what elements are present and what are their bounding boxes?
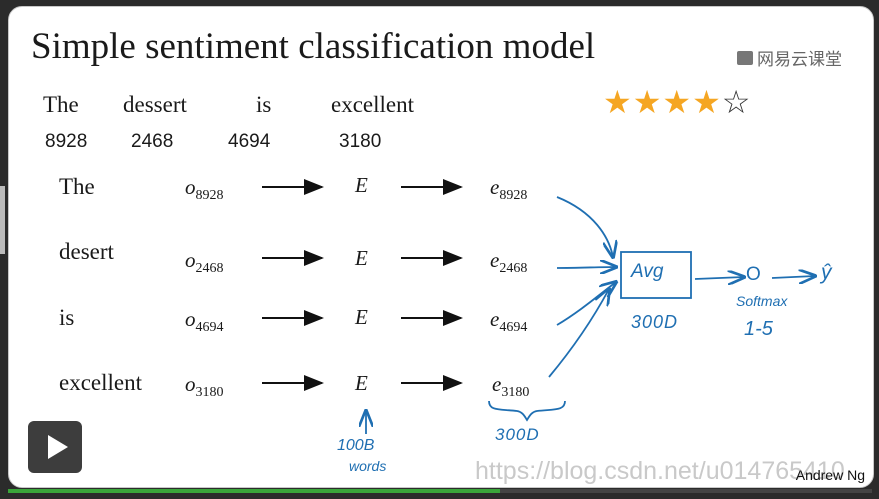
index-4: 3180 [339, 131, 382, 152]
row-word-3: is [59, 305, 75, 330]
row-onehot-1: o8928 [185, 175, 224, 204]
output-node-label: O [746, 264, 761, 285]
avg-dimension: 300D [631, 312, 679, 332]
row-onehot-3: o4694 [185, 307, 224, 336]
row-embedding-2: e2468 [490, 248, 528, 277]
play-icon [47, 435, 68, 459]
row-word-4: excellent [59, 370, 143, 395]
progress-bar[interactable] [8, 489, 872, 493]
row-word-2: desert [59, 239, 114, 264]
star-icon: ★ [662, 84, 693, 120]
star-icon: ★ [603, 84, 633, 120]
star-outline-icon: ☆ [721, 84, 752, 120]
logo-text: 网易云课堂 [757, 50, 842, 69]
index-3: 4694 [228, 131, 271, 152]
row-embedding-4: e3180 [492, 372, 530, 401]
star-icon: ★ [692, 84, 722, 120]
avg-label: Avg [631, 261, 664, 282]
row-onehot-4: o3180 [185, 372, 224, 401]
corpus-unit: words [349, 458, 387, 474]
rating-range: 1-5 [744, 318, 773, 340]
row-embedding-matrix-2: E [355, 246, 368, 270]
row-embedding-3: e4694 [490, 307, 528, 336]
sentence-word-3: is [256, 92, 272, 117]
yhat-label: ŷ [821, 261, 832, 284]
blue-ink-strokes [366, 196, 815, 434]
row-embedding-matrix-4: E [355, 371, 368, 395]
black-arrows [262, 179, 463, 391]
netease-logo-icon [737, 50, 753, 65]
play-button[interactable] [28, 421, 82, 473]
row-word-1: The [59, 174, 95, 199]
brace-dimension: 300D [495, 425, 540, 444]
row-embedding-1: e8928 [490, 175, 528, 204]
watermark: https://blog.csdn.net/u014765410 [475, 457, 845, 485]
softmax-label: Softmax [736, 293, 788, 309]
author-name: Andrew Ng [795, 467, 865, 483]
netease-logo: 网易云课堂 [737, 45, 842, 70]
diagram-arrows [262, 179, 873, 434]
index-1: 8928 [45, 131, 88, 152]
star-icon: ★ [632, 84, 663, 120]
index-2: 2468 [131, 131, 174, 152]
corpus-size: 100B [337, 437, 375, 454]
sentence-word-1: The [43, 92, 79, 117]
side-handle[interactable] [0, 186, 5, 254]
row-onehot-2: o2468 [185, 248, 224, 277]
sentence-word-2: dessert [123, 92, 187, 117]
slide-title: Simple sentiment classification model [31, 26, 596, 67]
progress-fill [8, 489, 501, 493]
star-rating: ★★★★☆ [603, 83, 751, 121]
row-embedding-matrix-3: E [355, 305, 368, 329]
slide: Simple sentiment classification model 网易… [8, 6, 874, 488]
sentence-word-4: excellent [331, 92, 415, 117]
row-embedding-matrix-1: E [355, 173, 368, 197]
